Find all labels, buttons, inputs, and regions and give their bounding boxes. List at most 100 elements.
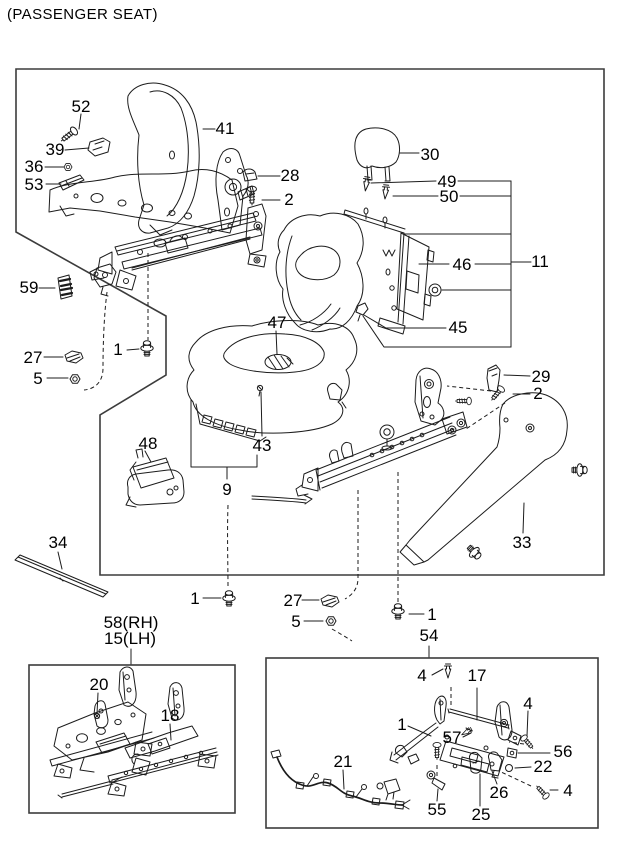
part-label-17-35: 17 xyxy=(468,666,487,685)
release-cable-drawing xyxy=(251,494,313,505)
part-label-9-19: 9 xyxy=(222,480,231,499)
part-label-50-9: 50 xyxy=(440,187,459,206)
screw-4-mid-icon xyxy=(519,733,537,752)
bolt-33-bottom-icon xyxy=(463,541,485,563)
track-18-drawing xyxy=(57,682,219,799)
headrest-drawing xyxy=(354,127,400,182)
ring-22-icon xyxy=(505,764,513,772)
grommet-icon xyxy=(428,283,442,297)
part-label-2-22: 2 xyxy=(533,384,542,403)
track-detail-box xyxy=(28,664,236,814)
screw-2-right-icon xyxy=(488,384,507,404)
bracket-29-icon xyxy=(486,364,501,393)
right-track-drawing xyxy=(295,367,468,497)
part-label-47-17: 47 xyxy=(268,313,287,332)
wiring-harness-21-drawing xyxy=(270,749,411,810)
side-shield-33-drawing xyxy=(399,392,568,566)
label-plate-59-icon xyxy=(57,274,74,300)
part-label-33-23: 33 xyxy=(513,533,532,552)
part-label-4-38: 4 xyxy=(523,694,532,713)
clip-27-left-icon xyxy=(64,350,84,364)
bracket-26-icon xyxy=(488,751,503,779)
pin-49-icon xyxy=(361,176,372,192)
part-label-20-32: 20 xyxy=(90,675,109,694)
seatback-frame-drawing xyxy=(343,207,410,335)
dashed-reference-lines xyxy=(83,253,532,787)
part-label-57-37: 57 xyxy=(443,728,462,747)
bolt-1-bottom-right-icon xyxy=(391,603,405,620)
part-label-56-39: 56 xyxy=(554,742,573,761)
line-art xyxy=(14,82,588,810)
part-label-27-14: 27 xyxy=(24,348,43,367)
part-label-59-13: 59 xyxy=(20,278,39,297)
part-label-25-43: 25 xyxy=(472,805,491,824)
part-label-58rh-30: 58(RH) xyxy=(104,613,159,632)
seatback-foam-drawing xyxy=(275,212,369,333)
height-adjuster-48-drawing xyxy=(125,448,185,508)
part-label-52-0: 52 xyxy=(72,97,91,116)
side-cover-41 xyxy=(127,82,200,236)
part-label-34-24: 34 xyxy=(49,533,68,552)
main-assembly-box xyxy=(15,68,605,576)
part-label-18-33: 18 xyxy=(161,706,180,725)
part-label-27-26: 27 xyxy=(284,591,303,610)
trim-strip-34-drawing xyxy=(14,554,109,598)
part-label-4-41: 4 xyxy=(563,781,572,800)
upper-slide-rail xyxy=(89,203,267,297)
part-label-53-3: 53 xyxy=(25,175,44,194)
leader-lines xyxy=(38,113,559,807)
power-track-drawing xyxy=(376,695,522,801)
diagram-boxes xyxy=(15,68,605,829)
screw-4-bottom-icon xyxy=(533,783,551,801)
part-label-36-2: 36 xyxy=(25,157,44,176)
seat-cushion-drawing xyxy=(186,320,358,442)
part-label-49-8: 49 xyxy=(438,172,457,191)
part-label-5-15: 5 xyxy=(33,369,42,388)
part-label-55-44: 55 xyxy=(428,800,447,819)
part-label-26-42: 26 xyxy=(490,783,509,802)
part-label-41-4: 41 xyxy=(216,119,235,138)
track-20-drawing xyxy=(49,666,155,779)
clip-39-icon xyxy=(87,137,111,157)
part-label-2-6: 2 xyxy=(284,190,293,209)
part-label-54-29: 54 xyxy=(420,626,439,645)
part-label-5-27: 5 xyxy=(291,612,300,631)
part-label-30-7: 30 xyxy=(421,145,440,164)
part-label-22-40: 22 xyxy=(534,757,553,776)
lever-55-icon xyxy=(426,770,446,791)
part-label-45-12: 45 xyxy=(449,318,468,337)
part-label-15lh-31: 15(LH) xyxy=(104,629,156,648)
part-label-21-45: 21 xyxy=(334,752,353,771)
part-label-39-1: 39 xyxy=(46,140,65,159)
part-label-1-28: 1 xyxy=(427,605,436,624)
pin-4-top-icon xyxy=(444,663,452,679)
pin-50-icon xyxy=(380,184,391,200)
part-label-28-5: 28 xyxy=(281,166,300,185)
part-label-43-18: 43 xyxy=(253,436,272,455)
nut-5-left-icon xyxy=(69,374,81,384)
nut-36-icon xyxy=(63,163,73,171)
part-label-11-11: 11 xyxy=(531,252,549,271)
part-label-1-36: 1 xyxy=(397,715,406,734)
part-label-1-16: 1 xyxy=(113,340,122,359)
part-label-46-10: 46 xyxy=(453,255,472,274)
screw-1-box-icon xyxy=(432,742,442,760)
bracket-25-icon xyxy=(469,752,483,774)
part-label-29-21: 29 xyxy=(532,367,551,386)
power-track-detail-box xyxy=(265,657,599,829)
clip-27-bottom-icon xyxy=(320,594,340,608)
part-label-1-25: 1 xyxy=(190,589,199,608)
cap-28-icon xyxy=(242,168,258,182)
part-label-4-34: 4 xyxy=(417,666,426,685)
screw-track-icon xyxy=(454,396,472,406)
back-board-46-drawing xyxy=(396,232,435,321)
screw-2-upper-icon xyxy=(247,185,257,206)
nut-56-icon xyxy=(506,747,518,759)
page-title: (PASSENGER SEAT) xyxy=(7,6,158,23)
part-label-48-20: 48 xyxy=(139,434,158,453)
bolt-33-side-icon xyxy=(571,463,588,477)
bolt-1-left-icon xyxy=(140,340,154,357)
